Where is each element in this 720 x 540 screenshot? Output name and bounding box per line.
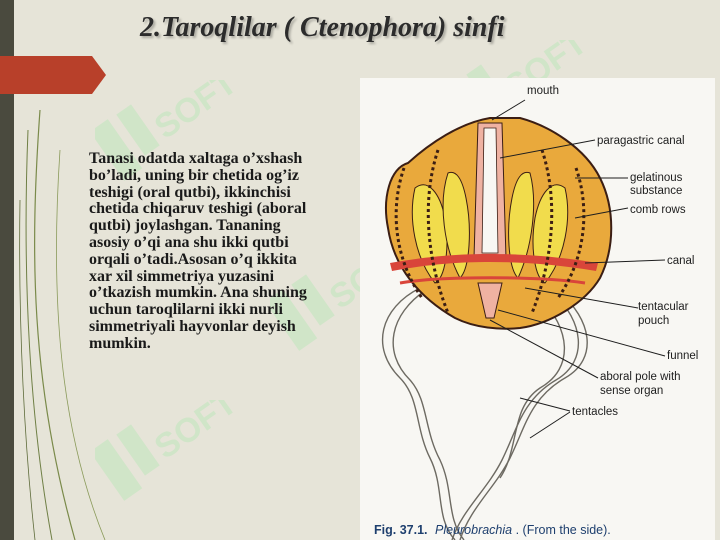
left-decorative-strip — [0, 0, 14, 540]
accent-tab — [0, 56, 106, 94]
label-paragastric-canal: paragastric canal — [597, 135, 685, 147]
caption-prefix: Fig. 37.1. — [374, 523, 428, 537]
label-funnel: funnel — [667, 350, 698, 362]
label-tentacular: tentacular — [638, 301, 689, 313]
label-gelatinous: gelatinous — [630, 172, 683, 184]
background-curves — [19, 109, 106, 540]
figure-caption: Fig. 37.1. Pleurobrachia . (From the sid… — [374, 523, 611, 537]
tentacles-drawing — [381, 287, 588, 540]
pleurobrachia-diagram: mouth paragastric canal gelatinous subst… — [374, 85, 698, 540]
label-mouth: mouth — [527, 85, 559, 97]
watermark-text: SOFT — [148, 80, 235, 147]
label-comb-rows: comb rows — [630, 204, 686, 216]
label-tentacles: tentacles — [572, 406, 618, 418]
label-substance: substance — [630, 185, 682, 197]
caption-name: Pleurobrachia — [435, 523, 512, 537]
label-sense-organ: sense organ — [600, 385, 663, 397]
pleurobrachia-body — [385, 117, 613, 330]
leader-lines — [489, 99, 666, 439]
label-pouch: pouch — [638, 315, 669, 327]
slide-title: 2.Taroqlilar ( Ctenophora) sinfi — [140, 12, 505, 43]
pleurobrachia-figure: mouth paragastric canal gelatinous subst… — [360, 78, 715, 540]
label-canal: canal — [667, 255, 695, 267]
body-paragraph: Tanasi odatda xaltaga o’xshash bo’ladi, … — [89, 150, 307, 352]
watermark-text: SOFT — [148, 400, 235, 467]
caption-suffix: . (From the side). — [516, 523, 611, 537]
label-aboral-pole: aboral pole with — [600, 371, 681, 383]
